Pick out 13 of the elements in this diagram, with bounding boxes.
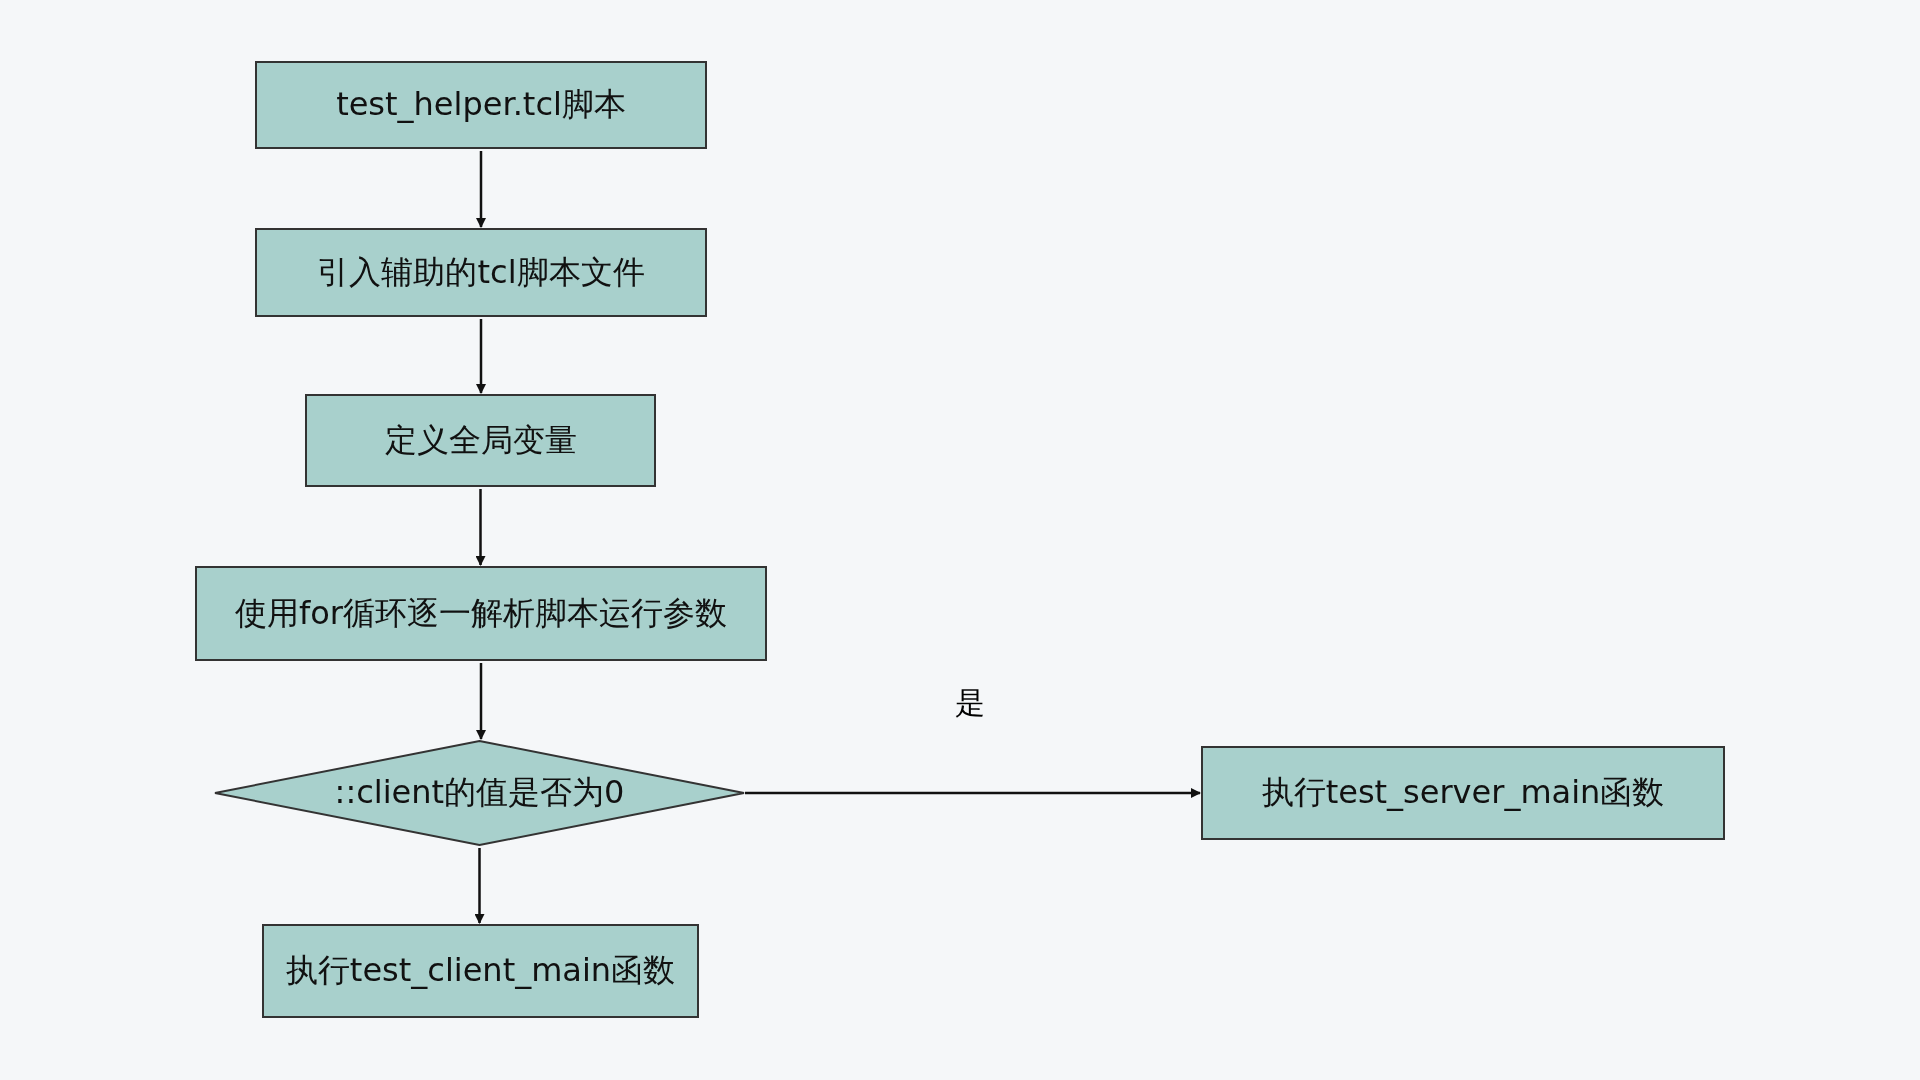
arrow <box>475 489 486 566</box>
process-box: 使用for循环逐一解析脚本运行参数 <box>195 566 767 661</box>
arrow <box>745 788 1201 798</box>
decision-diamond: ::client的值是否为0 <box>214 740 745 846</box>
process-box: 定义全局变量 <box>305 394 656 487</box>
process-box: 执行test_server_main函数 <box>1201 746 1725 840</box>
arrow <box>476 151 486 228</box>
arrow <box>476 319 486 394</box>
arrow <box>474 848 485 924</box>
process-box: 执行test_client_main函数 <box>262 924 699 1018</box>
process-box: test_helper.tcl脚本 <box>255 61 707 149</box>
arrow <box>476 663 486 740</box>
process-box: 引入辅助的tcl脚本文件 <box>255 228 707 317</box>
